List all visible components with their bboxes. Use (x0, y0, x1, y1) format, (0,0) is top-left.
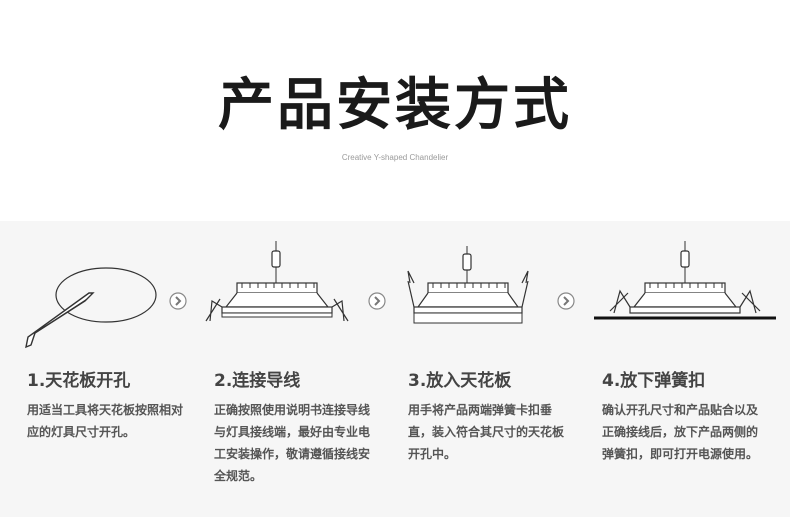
step-4-title: 4.放下弹簧扣 (602, 371, 706, 391)
connect-wire-illustration (205, 241, 349, 322)
ceiling-cutout-illustration (25, 267, 157, 349)
steps-band (0, 221, 790, 517)
step-2-title: 2.连接导线 (214, 371, 301, 391)
step-4-description: 确认开孔尺寸和产品贴合以及正确接线后，放下产品两侧的弹簧扣，即可打开电源使用。 (602, 403, 759, 461)
step-3: 3.放入天花板 用手将产品两端弹簧卡扣垂直，装入符合其尺寸的天花板开孔中。 (386, 221, 566, 517)
chevron-right-circle-icon (368, 292, 386, 310)
chevron-right-circle-icon (169, 292, 187, 310)
step-1-description: 用适当工具将天花板按照相对应的灯具尺寸开孔。 (27, 403, 184, 439)
step-3-description: 用手将产品两端弹簧卡扣垂直，装入符合其尺寸的天花板开孔中。 (408, 403, 565, 461)
page-title: 产品安装方式 (218, 73, 572, 138)
step-1-title: 1.天花板开孔 (27, 371, 131, 391)
step-4: 4.放下弹簧扣 确认开孔尺寸和产品贴合以及正确接线后，放下产品两侧的弹簧扣，即可… (580, 221, 776, 517)
release-spring-illustration (594, 241, 776, 320)
step-2: 2.连接导线 正确按照使用说明书连接导线与灯具接线端，最好由专业电工安装操作，敬… (192, 221, 372, 517)
insert-ceiling-illustration (407, 246, 529, 324)
step-1: 1.天花板开孔 用适当工具将天花板按照相对应的灯具尺寸开孔。 (5, 221, 185, 517)
chevron-right-circle-icon (557, 292, 575, 310)
page-subtitle: Creative Y-shaped Chandelier (341, 153, 449, 162)
step-3-title: 3.放入天花板 (408, 371, 512, 391)
step-2-description: 正确按照使用说明书连接导线与灯具接线端，最好由专业电工安装操作，敬请遵循接线安全… (214, 403, 371, 483)
